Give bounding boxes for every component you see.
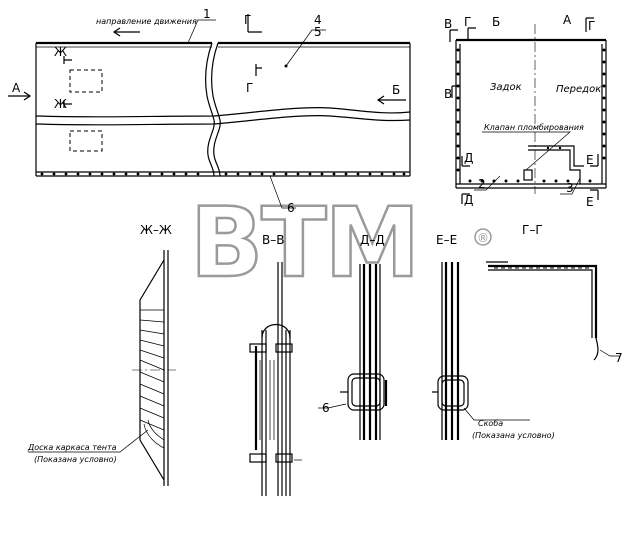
callout-2: 2 (478, 177, 486, 191)
callout-4: 4 (314, 13, 322, 27)
section-e-e: Е–Е Скоба (Показана условно) (432, 233, 555, 440)
g-mark-mid: Г (246, 81, 253, 95)
callout-6-plan: 6 (287, 201, 295, 215)
plan-view: Ж Ж А Б направление движения Г Г 1 4 5 6 (8, 7, 411, 215)
btm-watermark: BTM ® (189, 186, 492, 300)
zh-mark-top: Ж (54, 45, 67, 59)
side-rivets-left (456, 48, 460, 172)
view-b-label: Б (392, 83, 400, 97)
board-sub-label: (Показана условно) (34, 455, 117, 464)
d-mark-bottom: Д (464, 193, 473, 207)
section-ee-title: Е–Е (436, 233, 457, 247)
a-label-side: А (563, 13, 572, 27)
side-rivets-bottom (468, 179, 592, 183)
zh-mark-bottom: Ж (54, 97, 67, 111)
e-mark-top: Е (586, 153, 594, 167)
rear-label: Задок (490, 82, 522, 93)
v-mark-mid: В (444, 87, 452, 101)
section-zh-zh: Ж–Ж Доска каркаса тента (Показана условн… (27, 223, 176, 486)
section-zz-title: Ж–Ж (140, 223, 172, 237)
section-g-g: Г–Г 7 (486, 223, 623, 365)
section-d-d: Д–Д 6 (318, 233, 388, 440)
bracket-label: Скоба (478, 419, 503, 428)
callout-7: 7 (615, 351, 623, 365)
section-dd-title: Д–Д (360, 233, 385, 247)
watermark-reg: ® (477, 231, 489, 245)
front-label: Передок (556, 84, 601, 95)
g-mark-side-right: Г (588, 19, 595, 33)
e-mark-bottom: Е (586, 195, 594, 209)
board-label: Доска каркаса тента (27, 443, 117, 452)
g-mark-top: Г (244, 13, 251, 27)
bracket-sub-label: (Показана условно) (472, 431, 555, 440)
section-gg-title: Г–Г (522, 223, 543, 237)
watermark-text: BTM (190, 187, 418, 299)
plan-rivets (40, 172, 406, 176)
callout-1: 1 (203, 7, 211, 21)
side-view: Задок Передок Клапан пломбирования В Г Б… (444, 13, 607, 209)
v-mark-top: В (444, 17, 452, 31)
section-v-v: В–В (249, 233, 302, 496)
callout-6-section: 6 (322, 401, 330, 415)
valve-label: Клапан пломбирования (484, 123, 584, 132)
direction-label: направление движения (96, 17, 197, 26)
view-a-label: А (12, 81, 21, 95)
b-label-side: Б (492, 15, 500, 29)
side-rivets-right (602, 48, 606, 160)
callout-3: 3 (566, 181, 574, 195)
d-mark-top: Д (464, 151, 473, 165)
g-mark-side: Г (464, 15, 471, 29)
callout-5: 5 (314, 25, 322, 39)
section-vv-title: В–В (262, 233, 284, 247)
